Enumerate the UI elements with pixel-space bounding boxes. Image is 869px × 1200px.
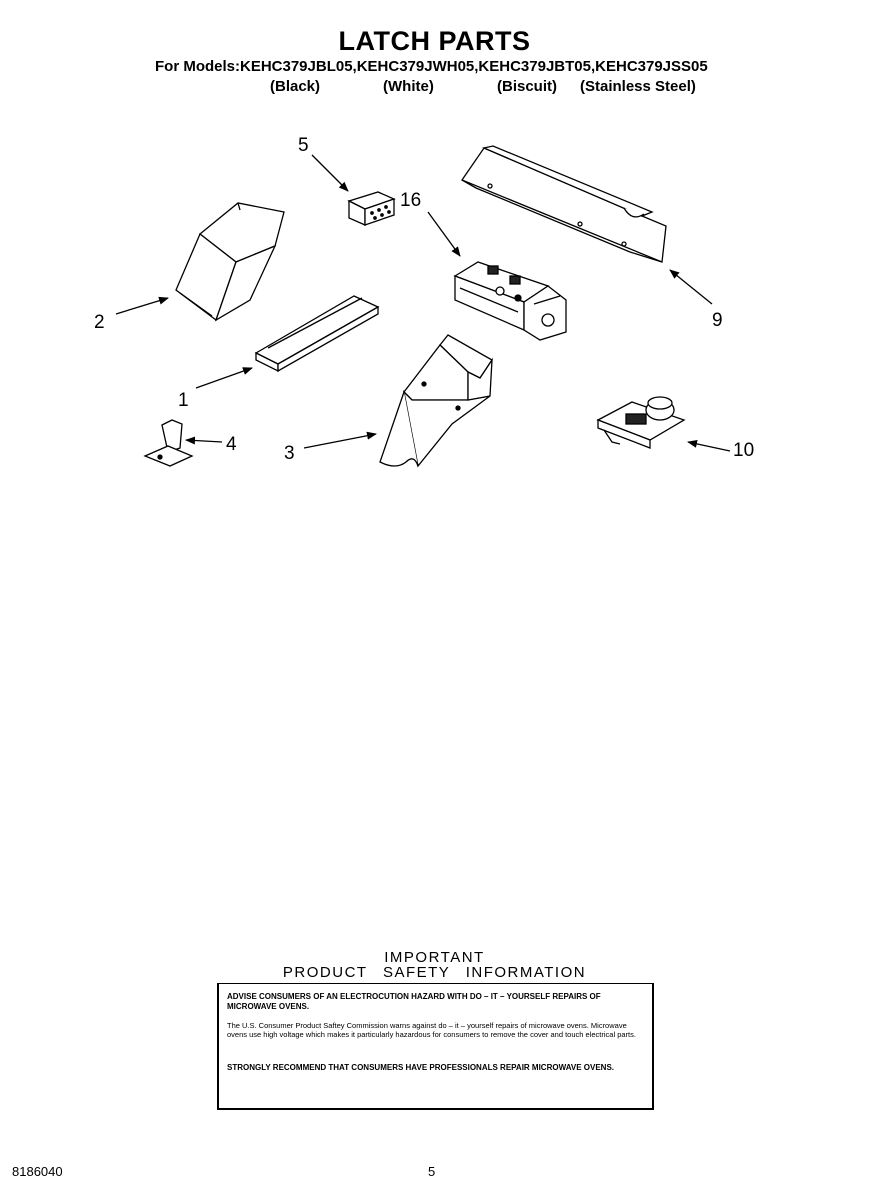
safety-warning: ADVISE CONSUMERS OF AN ELECTROCUTION HAZ… [227,992,601,1011]
leader-16 [427,211,461,257]
part-16-latch-assembly [453,261,567,341]
page-title: LATCH PARTS [338,26,531,56]
callout-5: 5 [298,135,309,156]
part-9-plate [461,145,667,263]
part-1-rail [254,295,380,373]
callout-4: 4 [226,434,237,455]
callout-9: 9 [712,310,723,331]
color-stainless-steel: (Stainless Steel) [580,78,696,95]
models-line: For Models:KEHC379JBL05,KEHC379JWH05,KEH… [155,58,708,75]
color-biscuit: (Biscuit) [497,78,557,95]
leader-4 [185,436,223,445]
document-number: 8186040 [12,1164,63,1179]
leader-2 [115,296,169,315]
leader-9 [669,269,713,305]
part-5-spacer [347,191,396,226]
callout-3: 3 [284,443,295,464]
part-3-shield [379,334,493,468]
callout-16: 16 [400,190,421,211]
safety-recommend: STRONGLY RECOMMEND THAT CONSUMERS HAVE P… [227,1063,614,1072]
callout-1: 1 [178,390,189,411]
leader-3 [303,431,377,449]
callout-10: 10 [733,440,754,461]
color-black: (Black) [270,78,321,95]
safety-heading-important: IMPORTANT [384,949,485,966]
color-white: (White) [383,78,434,95]
part-4-bracket [143,419,194,467]
part-2-bracket [175,202,285,322]
part-10-switch [596,396,686,449]
exploded-parts-diagram: 5 16 2 1 4 3 9 10 [94,135,754,468]
safety-body: The U.S. Consumer Product Saftey Commiss… [227,1021,636,1039]
callout-2: 2 [94,312,105,333]
leader-10 [687,439,731,452]
safety-heading-product: PRODUCT SAFETY INFORMATION [282,964,587,981]
leader-1 [195,367,253,389]
safety-box: ADVISE CONSUMERS OF AN ELECTROCUTION HAZ… [217,983,654,1110]
page-number: 5 [428,1164,436,1179]
leader-5 [311,154,349,192]
